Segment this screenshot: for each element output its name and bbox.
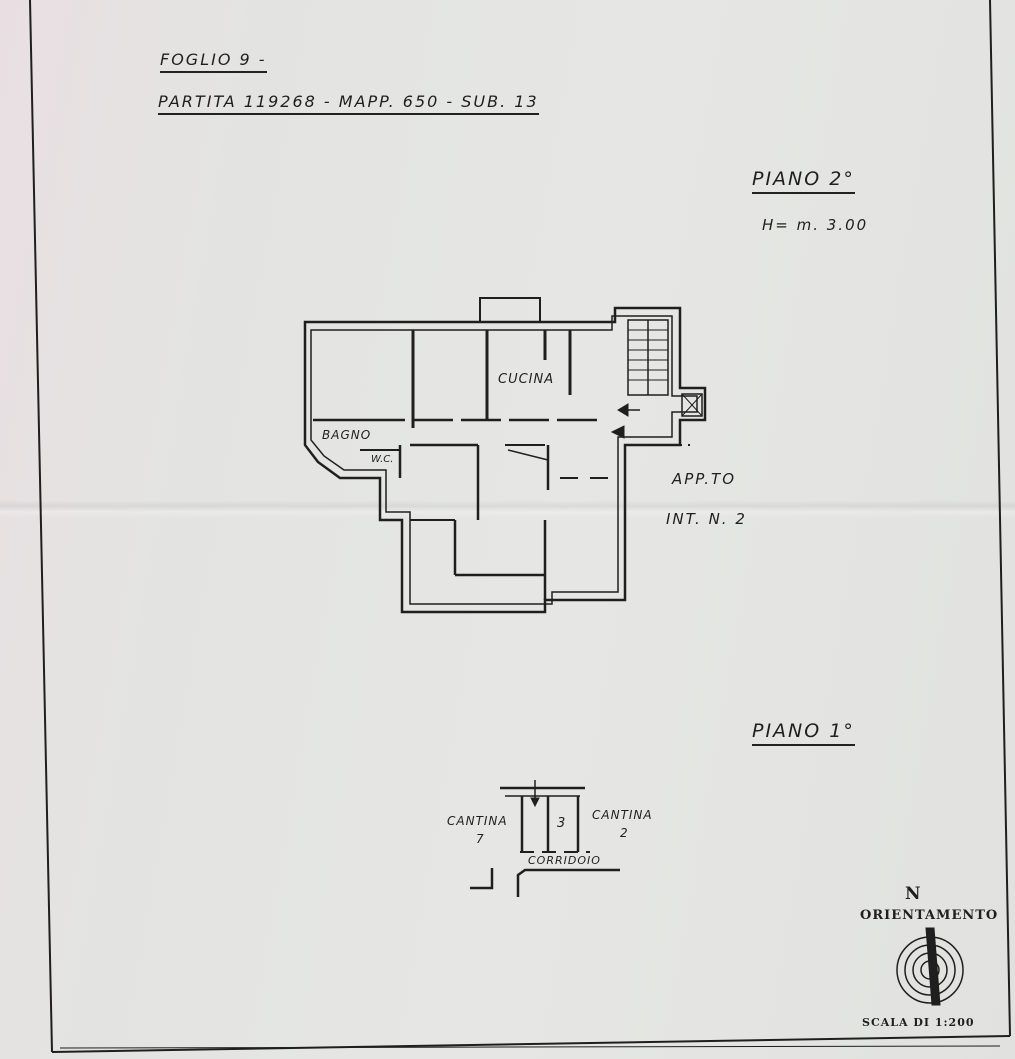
frame-inner-bottom-line xyxy=(59,1045,1001,1049)
room-label-cucina: CUCINA xyxy=(498,372,555,387)
floor2-title: PIANO 2° xyxy=(752,168,855,194)
floor2-plan xyxy=(303,297,707,614)
cantina-left-number: 7 xyxy=(476,832,485,846)
cantina-left-label: CANTINA xyxy=(447,814,508,828)
north-label: N xyxy=(905,884,922,904)
unit-label-line2: INT. N. 2 xyxy=(666,510,747,528)
scale-label: SCALA DI 1:200 xyxy=(862,1016,975,1029)
compass-rose xyxy=(896,927,964,1006)
floor2-height: H= m. 3.00 xyxy=(762,216,869,234)
frame-bottom-line xyxy=(51,1035,1011,1053)
floor1-title: PIANO 1° xyxy=(752,720,855,746)
cantina-center-number: 3 xyxy=(557,816,567,831)
foglio-label: FOGLIO 9 - xyxy=(160,50,267,73)
paper-fold xyxy=(0,500,1015,518)
frame-left-line xyxy=(29,0,53,1053)
cantina-right-label: CANTINA xyxy=(592,808,653,822)
corridoio-label: CORRIDOIO xyxy=(528,854,601,867)
frame-right-line xyxy=(989,0,1011,1037)
room-label-bagno: BAGNO xyxy=(322,428,372,442)
unit-label-line1: APP.TO xyxy=(672,470,737,488)
room-label-wc: W.C. xyxy=(371,454,394,465)
orientamento-label: ORIENTAMENTO xyxy=(860,908,999,923)
partita-label: PARTITA 119268 - MAPP. 650 - SUB. 13 xyxy=(158,92,539,115)
floor1-plan xyxy=(470,780,620,897)
cantina-right-number: 2 xyxy=(620,826,629,840)
